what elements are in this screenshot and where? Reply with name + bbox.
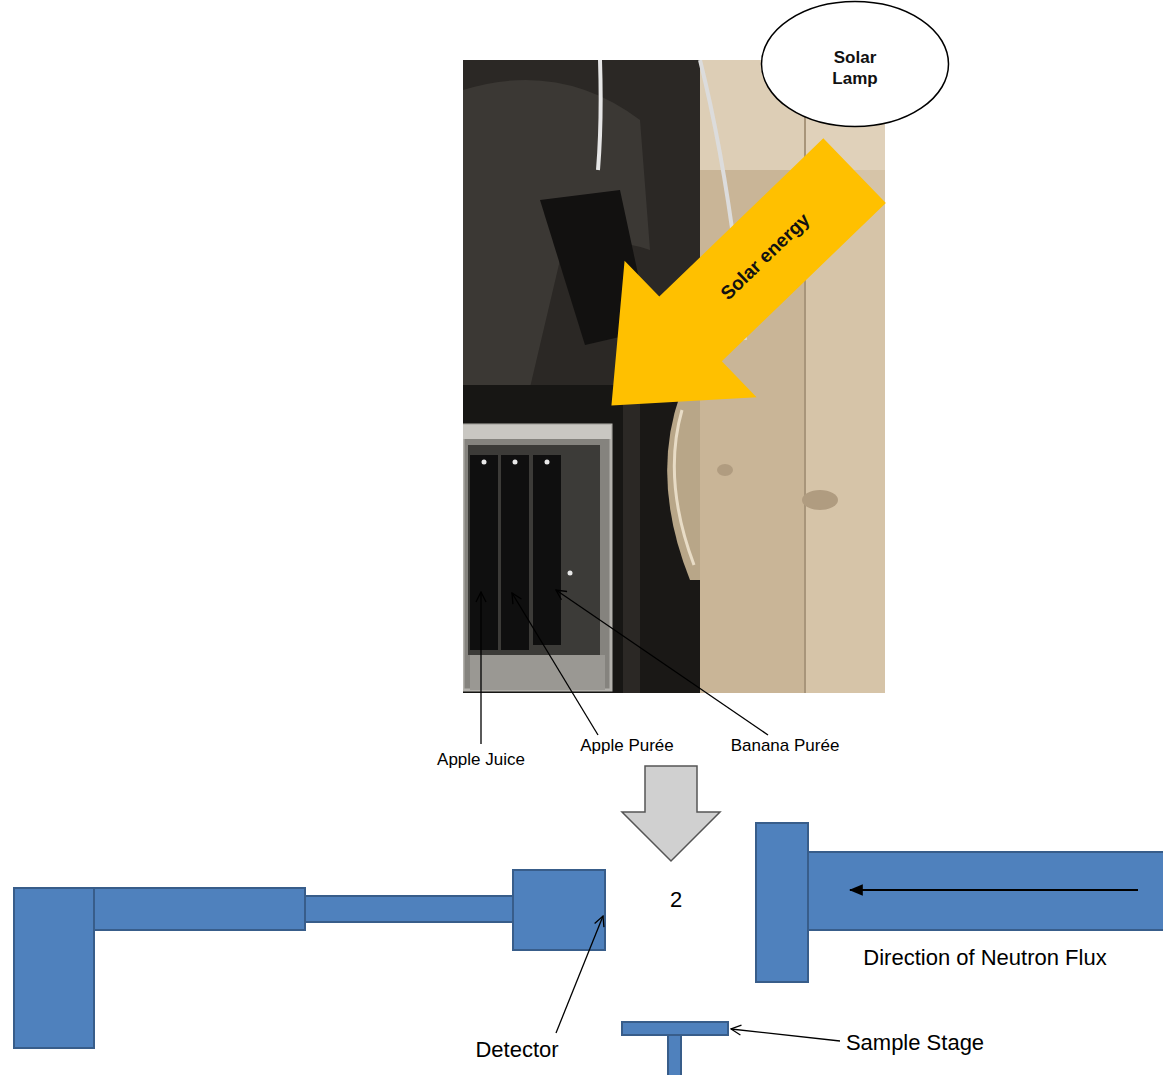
beam-stop xyxy=(14,888,94,1048)
leader-line xyxy=(556,590,768,735)
lamp-circle: Solar Lamp xyxy=(760,0,950,128)
arrow-label: Solar energy xyxy=(716,208,815,305)
circle-shape xyxy=(762,2,949,127)
part-label: Detector xyxy=(475,1037,558,1062)
wall-stain xyxy=(802,490,838,510)
sample-stage-post xyxy=(668,1035,681,1075)
leader-line xyxy=(731,1029,840,1041)
cable xyxy=(598,60,601,170)
sample-plate xyxy=(463,385,623,693)
screw xyxy=(513,460,518,465)
curved-highlight xyxy=(674,410,694,565)
holder-base xyxy=(470,655,605,690)
screw xyxy=(545,460,550,465)
sample-label: Apple Purée xyxy=(580,736,674,756)
guide-flange xyxy=(756,823,808,982)
part-label: Sample Stage xyxy=(846,1030,984,1055)
callout-number: 2 xyxy=(670,887,682,912)
schematic xyxy=(14,823,1163,1075)
sample-label: Apple Juice xyxy=(437,750,525,770)
sample-cell xyxy=(533,455,561,645)
node-title: Solar Lamp xyxy=(820,47,890,90)
sample-cell xyxy=(470,455,498,650)
sample-stage xyxy=(622,1022,728,1035)
sample-cell xyxy=(501,455,529,650)
flux-arrow xyxy=(850,889,1138,891)
leader-line xyxy=(512,593,598,735)
part-label: Direction of Neutron Flux xyxy=(863,945,1106,970)
sample-holder-frame xyxy=(463,425,611,690)
text-holder: Solar Lamp xyxy=(760,0,950,128)
leader-line xyxy=(480,592,481,744)
sample-label: Banana Purée xyxy=(731,736,840,756)
leader-line xyxy=(556,916,603,1033)
holder-top-bar xyxy=(463,425,611,439)
arrow-shape xyxy=(545,102,920,473)
wall-stain xyxy=(717,464,733,476)
neutron-guide xyxy=(808,852,1163,930)
curved-edge xyxy=(667,395,700,580)
detector-arm xyxy=(94,888,305,930)
detector-tube xyxy=(305,896,513,922)
detector xyxy=(513,870,605,950)
screw xyxy=(568,571,573,576)
sample-holder-window xyxy=(468,445,600,655)
pillar-edge xyxy=(804,60,806,693)
screw xyxy=(482,460,487,465)
down-arrow xyxy=(622,766,720,861)
